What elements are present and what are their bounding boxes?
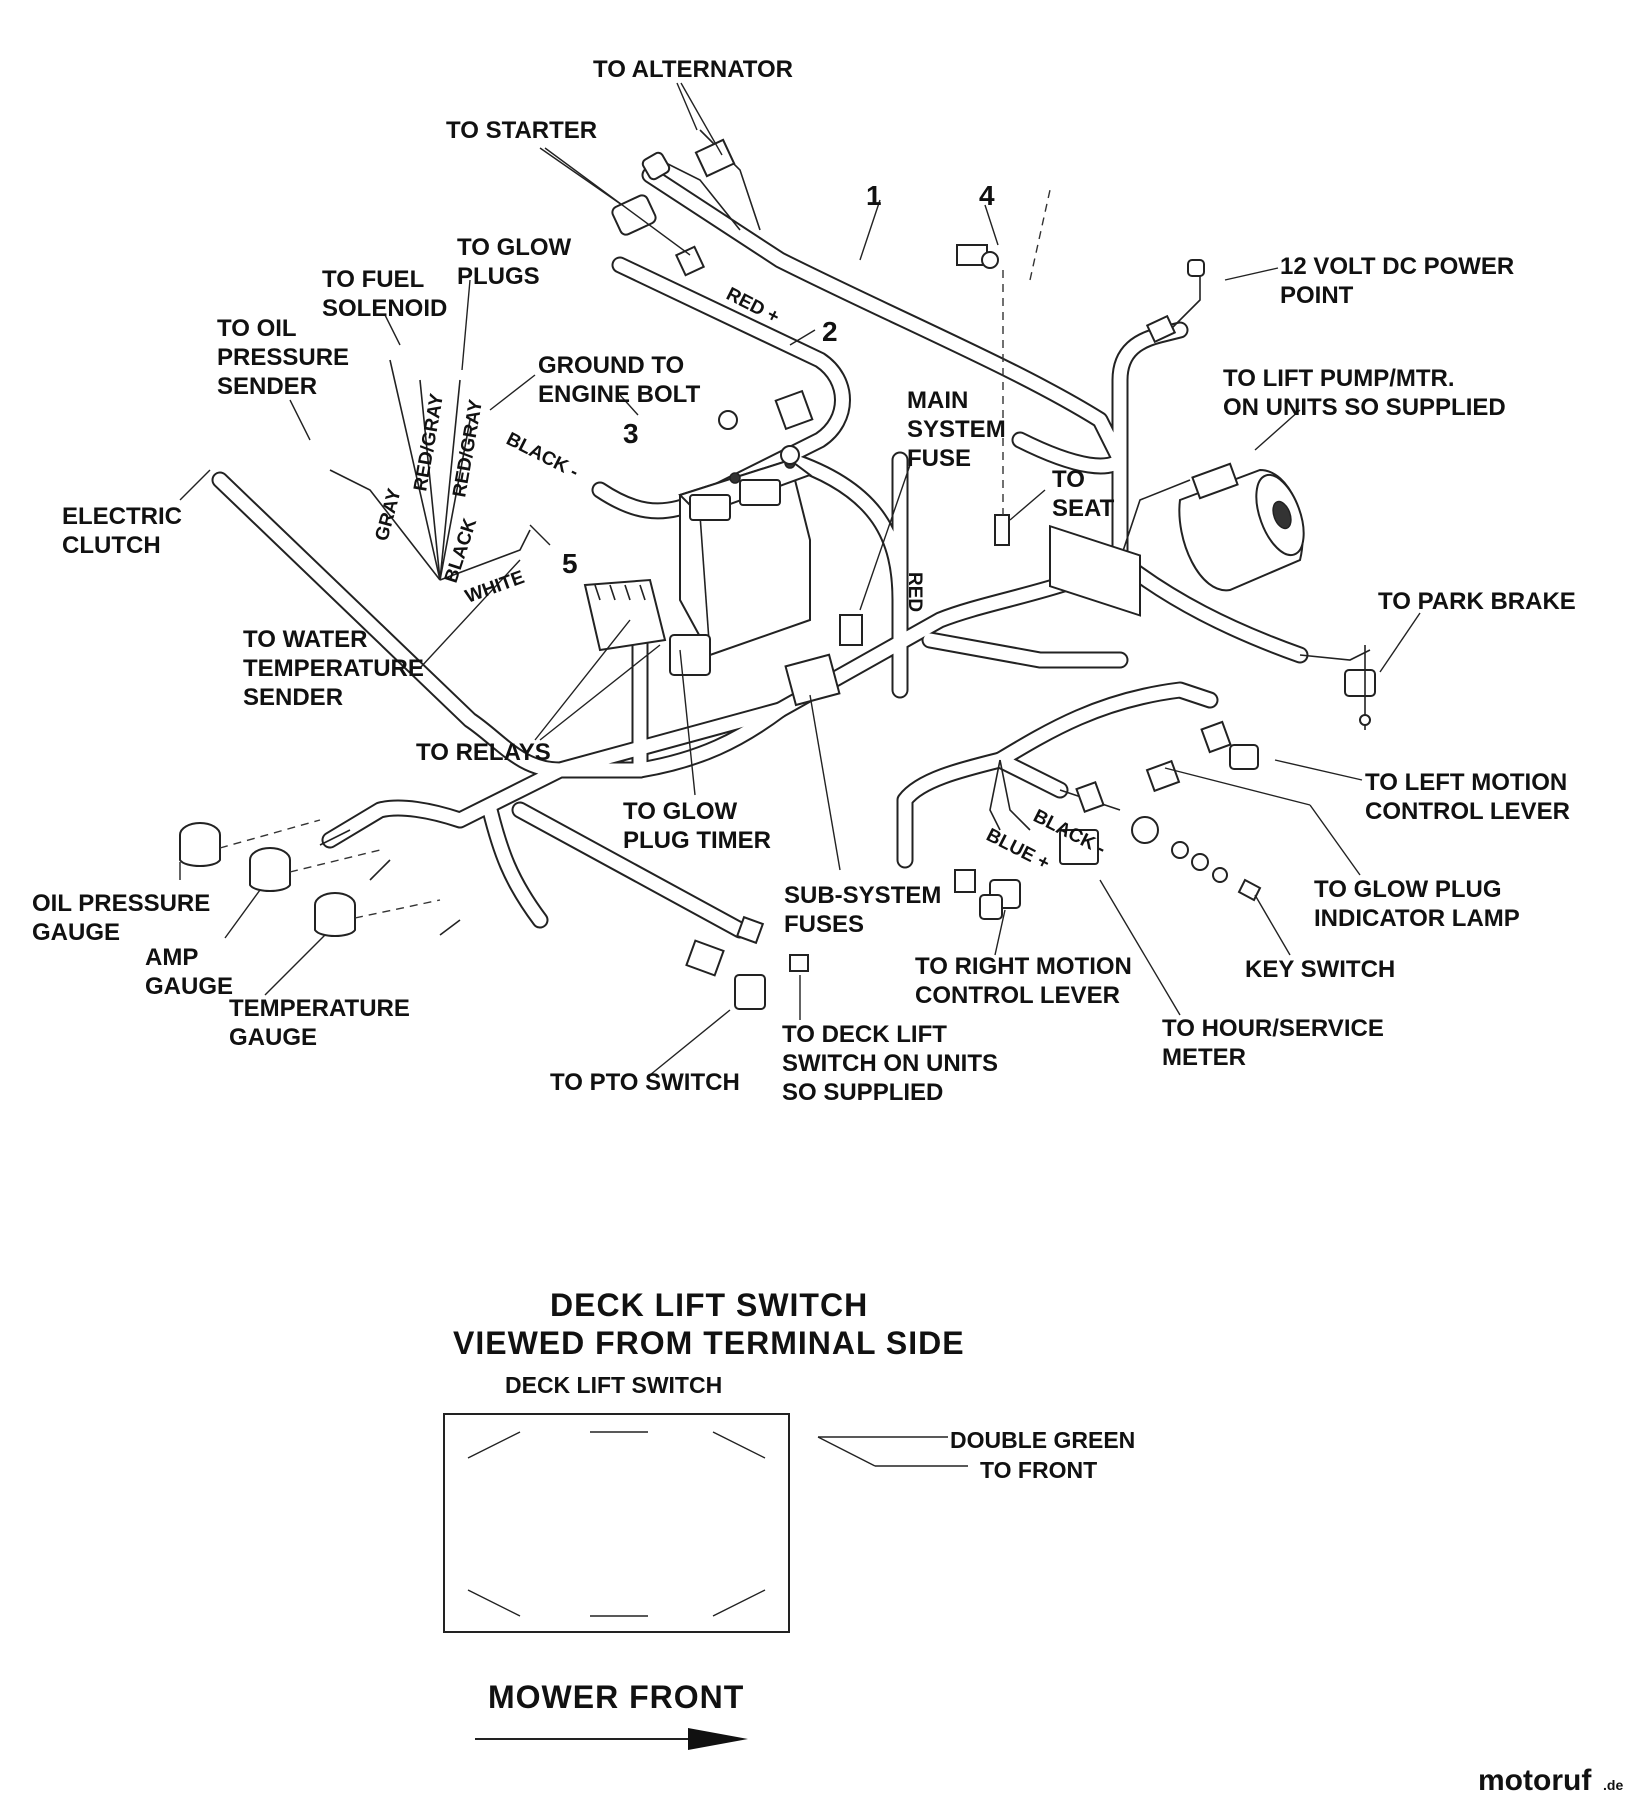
park-brake-switch — [1344, 645, 1376, 730]
wire-black-minus: BLACK - — [503, 429, 582, 483]
wire-red: RED — [904, 572, 925, 612]
label-to-pto-switch: TO PTO SWITCH — [550, 1069, 740, 1096]
label-oil-pressure-gauge-2: GAUGE — [32, 919, 120, 946]
label-oil-pressure-gauge: OIL PRESSURE — [32, 890, 210, 917]
label-to-lift-pump: TO LIFT PUMP/MTR. — [1223, 365, 1455, 392]
label-to-alternator: TO ALTERNATOR — [593, 56, 793, 83]
wire-black: BLACK — [441, 516, 482, 586]
wire-blue-plus: BLUE + — [983, 825, 1053, 875]
label-temperature-gauge: TEMPERATURE — [229, 995, 410, 1022]
label-to-glow-plug-timer: TO GLOW — [623, 798, 738, 825]
label-to-deck-lift-switch-3: SO SUPPLIED — [782, 1079, 943, 1106]
deck-title-line1: DECK LIFT SWITCH — [550, 1287, 868, 1323]
watermark-suffix: .de — [1603, 1777, 1623, 1793]
watermark-logo: motoruf .de — [1478, 1764, 1623, 1797]
pto-connectors — [685, 894, 1003, 1010]
deck-note-line2: TO FRONT — [980, 1457, 1097, 1483]
label-ground-to-engine-bolt-2: ENGINE BOLT — [538, 381, 701, 408]
wire-red-gray-1: RED/GRAY — [410, 392, 448, 493]
leader-lines — [179, 82, 1421, 1076]
label-to-water-temperature-sender-3: SENDER — [243, 684, 343, 711]
label-to-oil-pressure-sender-3: SENDER — [217, 373, 317, 400]
label-sub-system-fuses: SUB-SYSTEM — [784, 882, 941, 909]
label-main-system-fuse-3: FUSE — [907, 445, 971, 472]
label-to-oil-pressure-sender-2: PRESSURE — [217, 344, 349, 371]
mower-front-label: MOWER FRONT — [488, 1679, 744, 1715]
deck-note-line1: DOUBLE GREEN — [950, 1427, 1135, 1453]
label-to-park-brake: TO PARK BRAKE — [1378, 588, 1576, 615]
label-to-deck-lift-switch: TO DECK LIFT — [782, 1021, 947, 1048]
label-temperature-gauge-2: GAUGE — [229, 1024, 317, 1051]
label-to-lift-pump-2: ON UNITS SO SUPPLIED — [1223, 394, 1506, 421]
deck-switch-box — [443, 1413, 790, 1633]
wire-white: WHITE — [463, 567, 528, 608]
callout-numbers: 1 2 3 4 5 — [562, 180, 995, 579]
callout-2: 2 — [822, 316, 838, 347]
label-to-oil-pressure-sender: TO OIL — [217, 315, 297, 342]
deck-lift-switch-section: DECK LIFT SWITCH VIEWED FROM TERMINAL SI… — [443, 1287, 1135, 1750]
label-to-hour-service-meter: TO HOUR/SERVICE — [1162, 1015, 1384, 1042]
label-to-hour-service-meter-2: METER — [1162, 1044, 1246, 1071]
wire-red-gray-2: RED/GRAY — [449, 398, 487, 499]
label-electric-clutch-2: CLUTCH — [62, 532, 161, 559]
deck-title-line2: VIEWED FROM TERMINAL SIDE — [453, 1325, 965, 1361]
label-to-fuel-solenoid-2: SOLENOID — [322, 295, 447, 322]
label-to-right-motion-control-lever-2: CONTROL LEVER — [915, 982, 1120, 1009]
wire-gray: GRAY — [372, 486, 406, 543]
label-to-water-temperature-sender-2: TEMPERATURE — [243, 655, 424, 682]
thin-wires — [319, 129, 1371, 936]
label-to-relays: TO RELAYS — [416, 739, 551, 766]
callout-1: 1 — [866, 180, 882, 211]
seat-lead — [981, 189, 1051, 546]
label-ground-to-engine-bolt: GROUND TO — [538, 352, 684, 379]
component-labels: TO ALTERNATOR TO STARTER TO GLOW PLUGS T… — [32, 56, 1576, 1106]
callout-4: 4 — [979, 180, 995, 211]
label-to-left-motion-control-lever-2: CONTROL LEVER — [1365, 798, 1570, 825]
arrow-right-icon — [475, 1728, 748, 1750]
callout-5: 5 — [562, 548, 578, 579]
label-to-starter: TO STARTER — [446, 117, 597, 144]
label-to-water-temperature-sender: TO WATER — [243, 626, 367, 653]
label-to-seat: TO — [1052, 466, 1085, 493]
relay-block — [583, 514, 1010, 707]
label-to-seat-2: SEAT — [1052, 495, 1115, 522]
label-amp-gauge: AMP — [145, 944, 198, 971]
label-to-glow-plugs: TO GLOW — [457, 234, 572, 261]
deck-box-label: DECK LIFT SWITCH — [505, 1372, 722, 1398]
label-key-switch: KEY SWITCH — [1245, 956, 1395, 983]
label-to-fuel-solenoid: TO FUEL — [322, 266, 424, 293]
label-electric-clutch: ELECTRIC — [62, 503, 182, 530]
label-to-glow-plug-indicator-lamp-2: INDICATOR LAMP — [1314, 905, 1520, 932]
label-to-glow-plug-timer-2: PLUG TIMER — [623, 827, 771, 854]
label-to-glow-plug-indicator-lamp: TO GLOW PLUG — [1314, 876, 1502, 903]
gauge-icon — [179, 819, 441, 937]
label-12v-power-point: 12 VOLT DC POWER — [1280, 253, 1514, 280]
label-to-deck-lift-switch-2: SWITCH ON UNITS — [782, 1050, 998, 1077]
label-to-right-motion-control-lever: TO RIGHT MOTION — [915, 953, 1132, 980]
label-main-system-fuse-2: SYSTEM — [907, 416, 1006, 443]
label-to-left-motion-control-lever: TO LEFT MOTION — [1365, 769, 1567, 796]
callout-3: 3 — [623, 418, 639, 449]
label-sub-system-fuses-2: FUSES — [784, 911, 864, 938]
label-main-system-fuse: MAIN — [907, 387, 968, 414]
label-12v-power-point-2: POINT — [1280, 282, 1354, 309]
battery-icon — [678, 457, 813, 657]
watermark-text: motoruf — [1478, 1764, 1592, 1797]
label-to-glow-plugs-2: PLUGS — [457, 263, 540, 290]
label-amp-gauge-2: GAUGE — [145, 973, 233, 1000]
motor-icon — [1178, 462, 1305, 592]
